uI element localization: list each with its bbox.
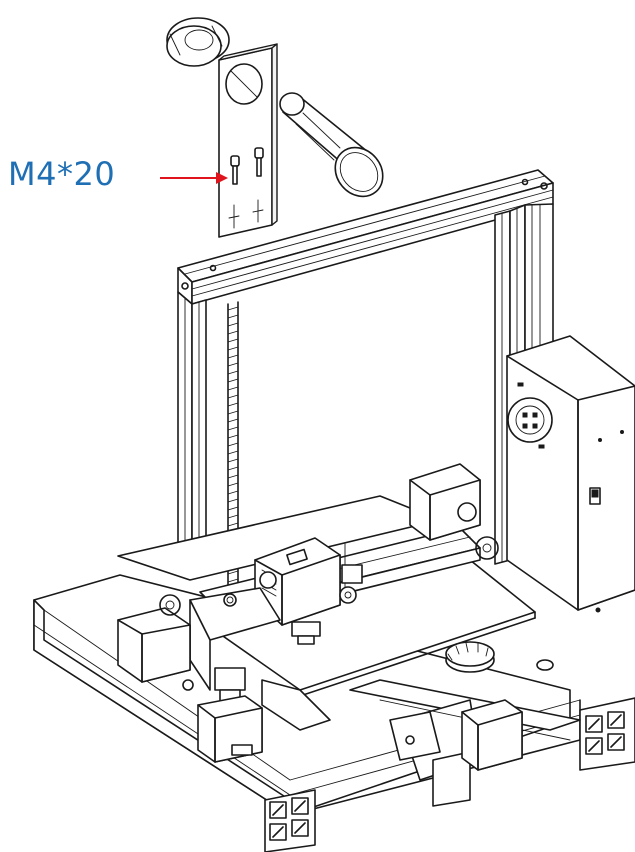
spool-holder-bracket (218, 43, 278, 238)
screw-size-label: M4*20 (8, 155, 116, 193)
build-plate (117, 495, 536, 731)
power-supply (506, 335, 635, 613)
spool-holder-tube (279, 92, 384, 198)
top-gantry-beam (177, 169, 554, 305)
print-head (254, 537, 363, 645)
right-x-motor (409, 463, 499, 560)
left-upright (177, 291, 207, 561)
left-x-motor (117, 594, 191, 683)
m4-screws (230, 147, 264, 185)
leveling-knobs (445, 641, 554, 673)
z-stepper-motor (197, 695, 263, 763)
spool-nut (166, 17, 230, 67)
y-stepper-motor (461, 699, 523, 771)
callout-arrow (160, 172, 228, 184)
